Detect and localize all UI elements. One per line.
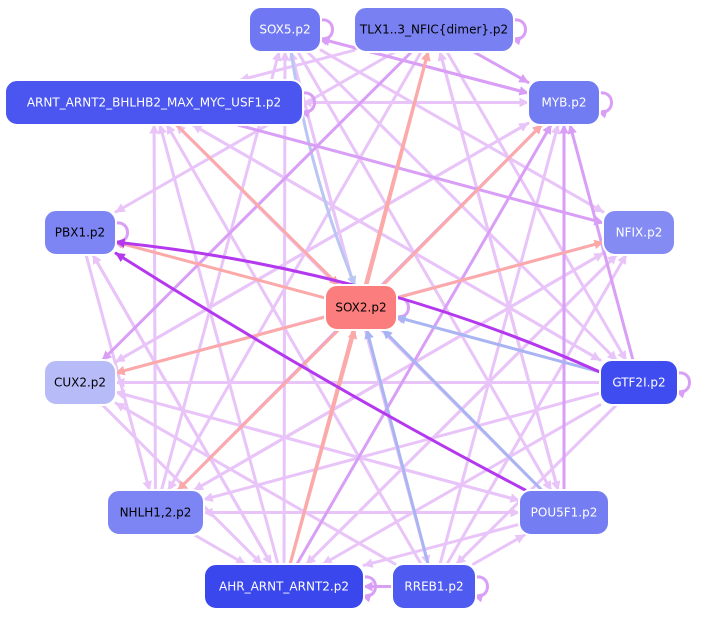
edge-rreb1-to-sox2 xyxy=(364,328,430,566)
edge-pou5f1-to-sox2 xyxy=(381,328,544,492)
edge-sox2-to-pbx1 xyxy=(114,239,327,300)
node-label: SOX5.p2 xyxy=(259,23,310,37)
node-myb[interactable]: MYB.p2 xyxy=(527,79,601,126)
node-box xyxy=(518,489,610,536)
node-pou5f1[interactable]: POU5F1.p2 xyxy=(518,489,610,536)
edge-pou5f1-to-ahr xyxy=(362,522,521,568)
node-label: TLX1..3_NFIC{dimer}.p2 xyxy=(359,23,508,37)
node-pbx1[interactable]: PBX1.p2 xyxy=(43,209,117,256)
node-gtf2i[interactable]: GTF2I.p2 xyxy=(599,359,679,406)
node-box xyxy=(602,209,676,256)
edge-ahr-to-ahr xyxy=(360,575,377,603)
edge-arnt-to-arnt xyxy=(299,91,316,119)
node-nhlh[interactable]: NHLH1,2.p2 xyxy=(106,489,205,536)
node-box xyxy=(527,79,601,126)
node-label: PBX1.p2 xyxy=(55,226,105,240)
edge-nhlh-to-nfix xyxy=(192,251,605,492)
node-label: NHLH1,2.p2 xyxy=(120,506,192,520)
edge-myb-to-myb xyxy=(596,91,613,119)
edge-ahr-to-sox5 xyxy=(280,50,290,566)
edge-gtf2i-to-nhlh xyxy=(202,391,602,502)
edge-gtf2i-to-gtf2i xyxy=(674,371,691,399)
node-rreb1[interactable]: RREB1.p2 xyxy=(391,563,477,610)
edge-tlx-to-pbx1 xyxy=(114,50,397,214)
edge-ahr-to-sox2 xyxy=(288,328,358,566)
edge-sox2-to-nfix xyxy=(395,239,605,300)
edge-rreb1-to-pou5f1 xyxy=(472,533,526,566)
edge-tlx-to-arnt xyxy=(238,48,356,83)
edge-sox2-to-tlx xyxy=(365,50,431,287)
node-label: NFIX.p2 xyxy=(616,226,663,240)
node-box xyxy=(599,359,679,406)
node-label: CUX2.p2 xyxy=(54,376,106,390)
node-tlx[interactable]: TLX1..3_NFIC{dimer}.p2 xyxy=(353,6,515,53)
node-box xyxy=(43,359,117,406)
edge-rreb1-to-rreb1 xyxy=(472,575,489,603)
edge-tlx-to-myb xyxy=(472,50,530,84)
edge-ahr-to-myb xyxy=(295,123,553,566)
node-label: RREB1.p2 xyxy=(404,580,463,594)
node-sox2[interactable]: SOX2.p2 xyxy=(324,284,398,331)
node-sox5[interactable]: SOX5.p2 xyxy=(248,6,322,53)
edges-layer xyxy=(84,18,691,603)
edge-arnt-to-nfix xyxy=(236,123,605,226)
node-label: ARNT_ARNT2_BHLHB2_MAX_MYC_USF1.p2 xyxy=(27,96,281,110)
edge-sox2-to-myb xyxy=(381,123,544,287)
node-nfix[interactable]: NFIX.p2 xyxy=(602,209,676,256)
node-box xyxy=(324,284,398,331)
node-box xyxy=(353,6,515,53)
node-box xyxy=(106,489,205,536)
node-box xyxy=(4,79,304,126)
nodes-layer: SOX5.p2 TLX1..3_NFIC{dimer}.p2ARNT_ARNT2_… xyxy=(4,6,679,610)
node-arnt[interactable]: ARNT_ARNT2_BHLHB2_MAX_MYC_USF1.p2 xyxy=(4,79,304,126)
node-box xyxy=(391,563,477,610)
edge-sox5-to-pou5f1 xyxy=(296,50,553,492)
edge-cux2-to-myb xyxy=(114,121,530,364)
edge-pbx1-to-ahr xyxy=(91,253,273,566)
edge-sox2-to-nhlh xyxy=(176,328,340,492)
edge-gtf2i-to-sox2 xyxy=(395,314,602,374)
node-label: GTF2I.p2 xyxy=(612,376,665,390)
node-box xyxy=(203,563,365,610)
node-cux2[interactable]: CUX2.p2 xyxy=(43,359,117,406)
node-label: POU5F1.p2 xyxy=(531,506,598,520)
node-label: AHR_ARNT_ARNT2.p2 xyxy=(219,580,349,594)
node-box xyxy=(43,209,117,256)
edge-nhlh-to-ahr xyxy=(193,533,247,566)
edge-tlx-to-tlx xyxy=(510,18,527,46)
node-ahr[interactable]: AHR_ARNT_ARNT2.p2 xyxy=(203,563,365,610)
node-label: SOX2.p2 xyxy=(335,301,386,315)
edge-sox2-to-cux2 xyxy=(114,315,327,376)
node-label: MYB.p2 xyxy=(542,96,587,110)
node-box xyxy=(248,6,322,53)
edge-arnt-to-sox2 xyxy=(175,123,340,287)
edge-pou5f1-to-pbx1 xyxy=(114,251,527,492)
edge-gtf2i-to-arnt xyxy=(191,123,602,362)
